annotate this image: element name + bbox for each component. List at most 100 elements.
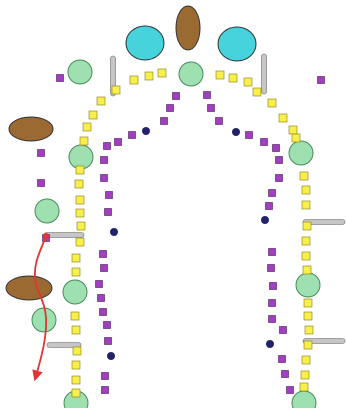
yellow-square — [89, 111, 97, 119]
green-circle — [292, 391, 316, 408]
yellow-square — [130, 76, 138, 84]
green-circle — [289, 141, 313, 165]
yellow-square — [302, 356, 310, 364]
brown-oval — [9, 117, 53, 141]
purple-square — [276, 175, 283, 182]
purple-square — [269, 190, 276, 197]
purple-square — [269, 316, 276, 323]
purple-square — [273, 145, 280, 152]
yellow-square — [301, 371, 309, 379]
gray-pill — [44, 233, 84, 238]
purple-square — [104, 322, 111, 329]
purple-square — [287, 387, 294, 394]
purple-square — [104, 143, 111, 150]
purple-square — [105, 338, 112, 345]
yellow-square — [304, 341, 312, 349]
navy-dot — [142, 127, 150, 135]
purple-square — [101, 157, 108, 164]
yellow-square — [303, 222, 311, 230]
green-circle — [32, 308, 56, 332]
yellow-square — [73, 347, 81, 355]
yellow-square — [302, 252, 310, 260]
yellow-square — [300, 383, 308, 391]
yellow-square — [302, 201, 310, 209]
navy-dot — [110, 228, 118, 236]
purple-square — [57, 75, 64, 82]
purple-square — [261, 139, 268, 146]
yellow-square — [303, 266, 311, 274]
purple-square — [270, 283, 277, 290]
purple-square — [276, 157, 283, 164]
purple-square — [38, 150, 45, 157]
green-circle — [63, 280, 87, 304]
purple-square — [208, 105, 215, 112]
purple-square — [246, 132, 253, 139]
brown-oval — [176, 6, 200, 50]
purple-square — [173, 93, 180, 100]
navy-dots — [107, 127, 274, 360]
purple-square — [216, 118, 223, 125]
navy-dot — [232, 128, 240, 136]
yellow-square — [244, 78, 252, 86]
yellow-square — [76, 238, 84, 246]
yellow-square-chain — [71, 69, 313, 397]
yellow-square — [216, 71, 224, 79]
purple-square — [129, 132, 136, 139]
purple-square — [101, 265, 108, 272]
purple-square — [102, 387, 109, 394]
green-circle — [69, 145, 93, 169]
yellow-square — [75, 180, 83, 188]
red-arrow-path — [35, 236, 46, 376]
cyan-circle — [218, 27, 256, 61]
yellow-square — [76, 166, 84, 174]
purple-square — [268, 265, 275, 272]
purple-square — [100, 251, 107, 258]
yellow-square — [292, 134, 300, 142]
yellow-square — [289, 126, 297, 134]
yellow-square — [97, 97, 105, 105]
yellow-square — [72, 268, 80, 276]
yellow-square — [302, 237, 310, 245]
cyan-circle — [126, 26, 164, 60]
yellow-square — [72, 361, 80, 369]
yellow-square — [268, 99, 276, 107]
purple-square — [106, 192, 113, 199]
red-arrow — [35, 233, 49, 376]
purple-square — [280, 327, 287, 334]
gray-pill — [262, 54, 267, 94]
purple-square — [98, 295, 105, 302]
yellow-square — [300, 172, 308, 180]
yellow-square — [279, 114, 287, 122]
purple-square — [167, 105, 174, 112]
brown-oval — [6, 276, 52, 300]
purple-square — [204, 92, 211, 99]
yellow-square — [76, 209, 84, 217]
purple-square — [279, 356, 286, 363]
purple-square — [269, 300, 276, 307]
purple-square — [115, 139, 122, 146]
purple-square — [102, 373, 109, 380]
yellow-square — [304, 299, 312, 307]
yellow-square — [76, 196, 84, 204]
green-circle — [179, 62, 203, 86]
purple-square — [96, 281, 103, 288]
yellow-square — [229, 74, 237, 82]
purple-square — [38, 180, 45, 187]
yellow-square — [305, 326, 313, 334]
navy-dot — [107, 352, 115, 360]
purple-square — [101, 175, 108, 182]
yellow-square — [72, 389, 80, 397]
gray-pills — [44, 54, 345, 348]
green-circle — [35, 199, 59, 223]
purple-square — [269, 249, 276, 256]
yellow-square — [304, 312, 312, 320]
yellow-square — [72, 326, 80, 334]
yellow-square — [80, 137, 88, 145]
yellow-square — [71, 312, 79, 320]
purple-square — [318, 77, 325, 84]
yellow-square — [253, 88, 261, 96]
yellow-square — [112, 86, 120, 94]
purple-square — [100, 309, 107, 316]
